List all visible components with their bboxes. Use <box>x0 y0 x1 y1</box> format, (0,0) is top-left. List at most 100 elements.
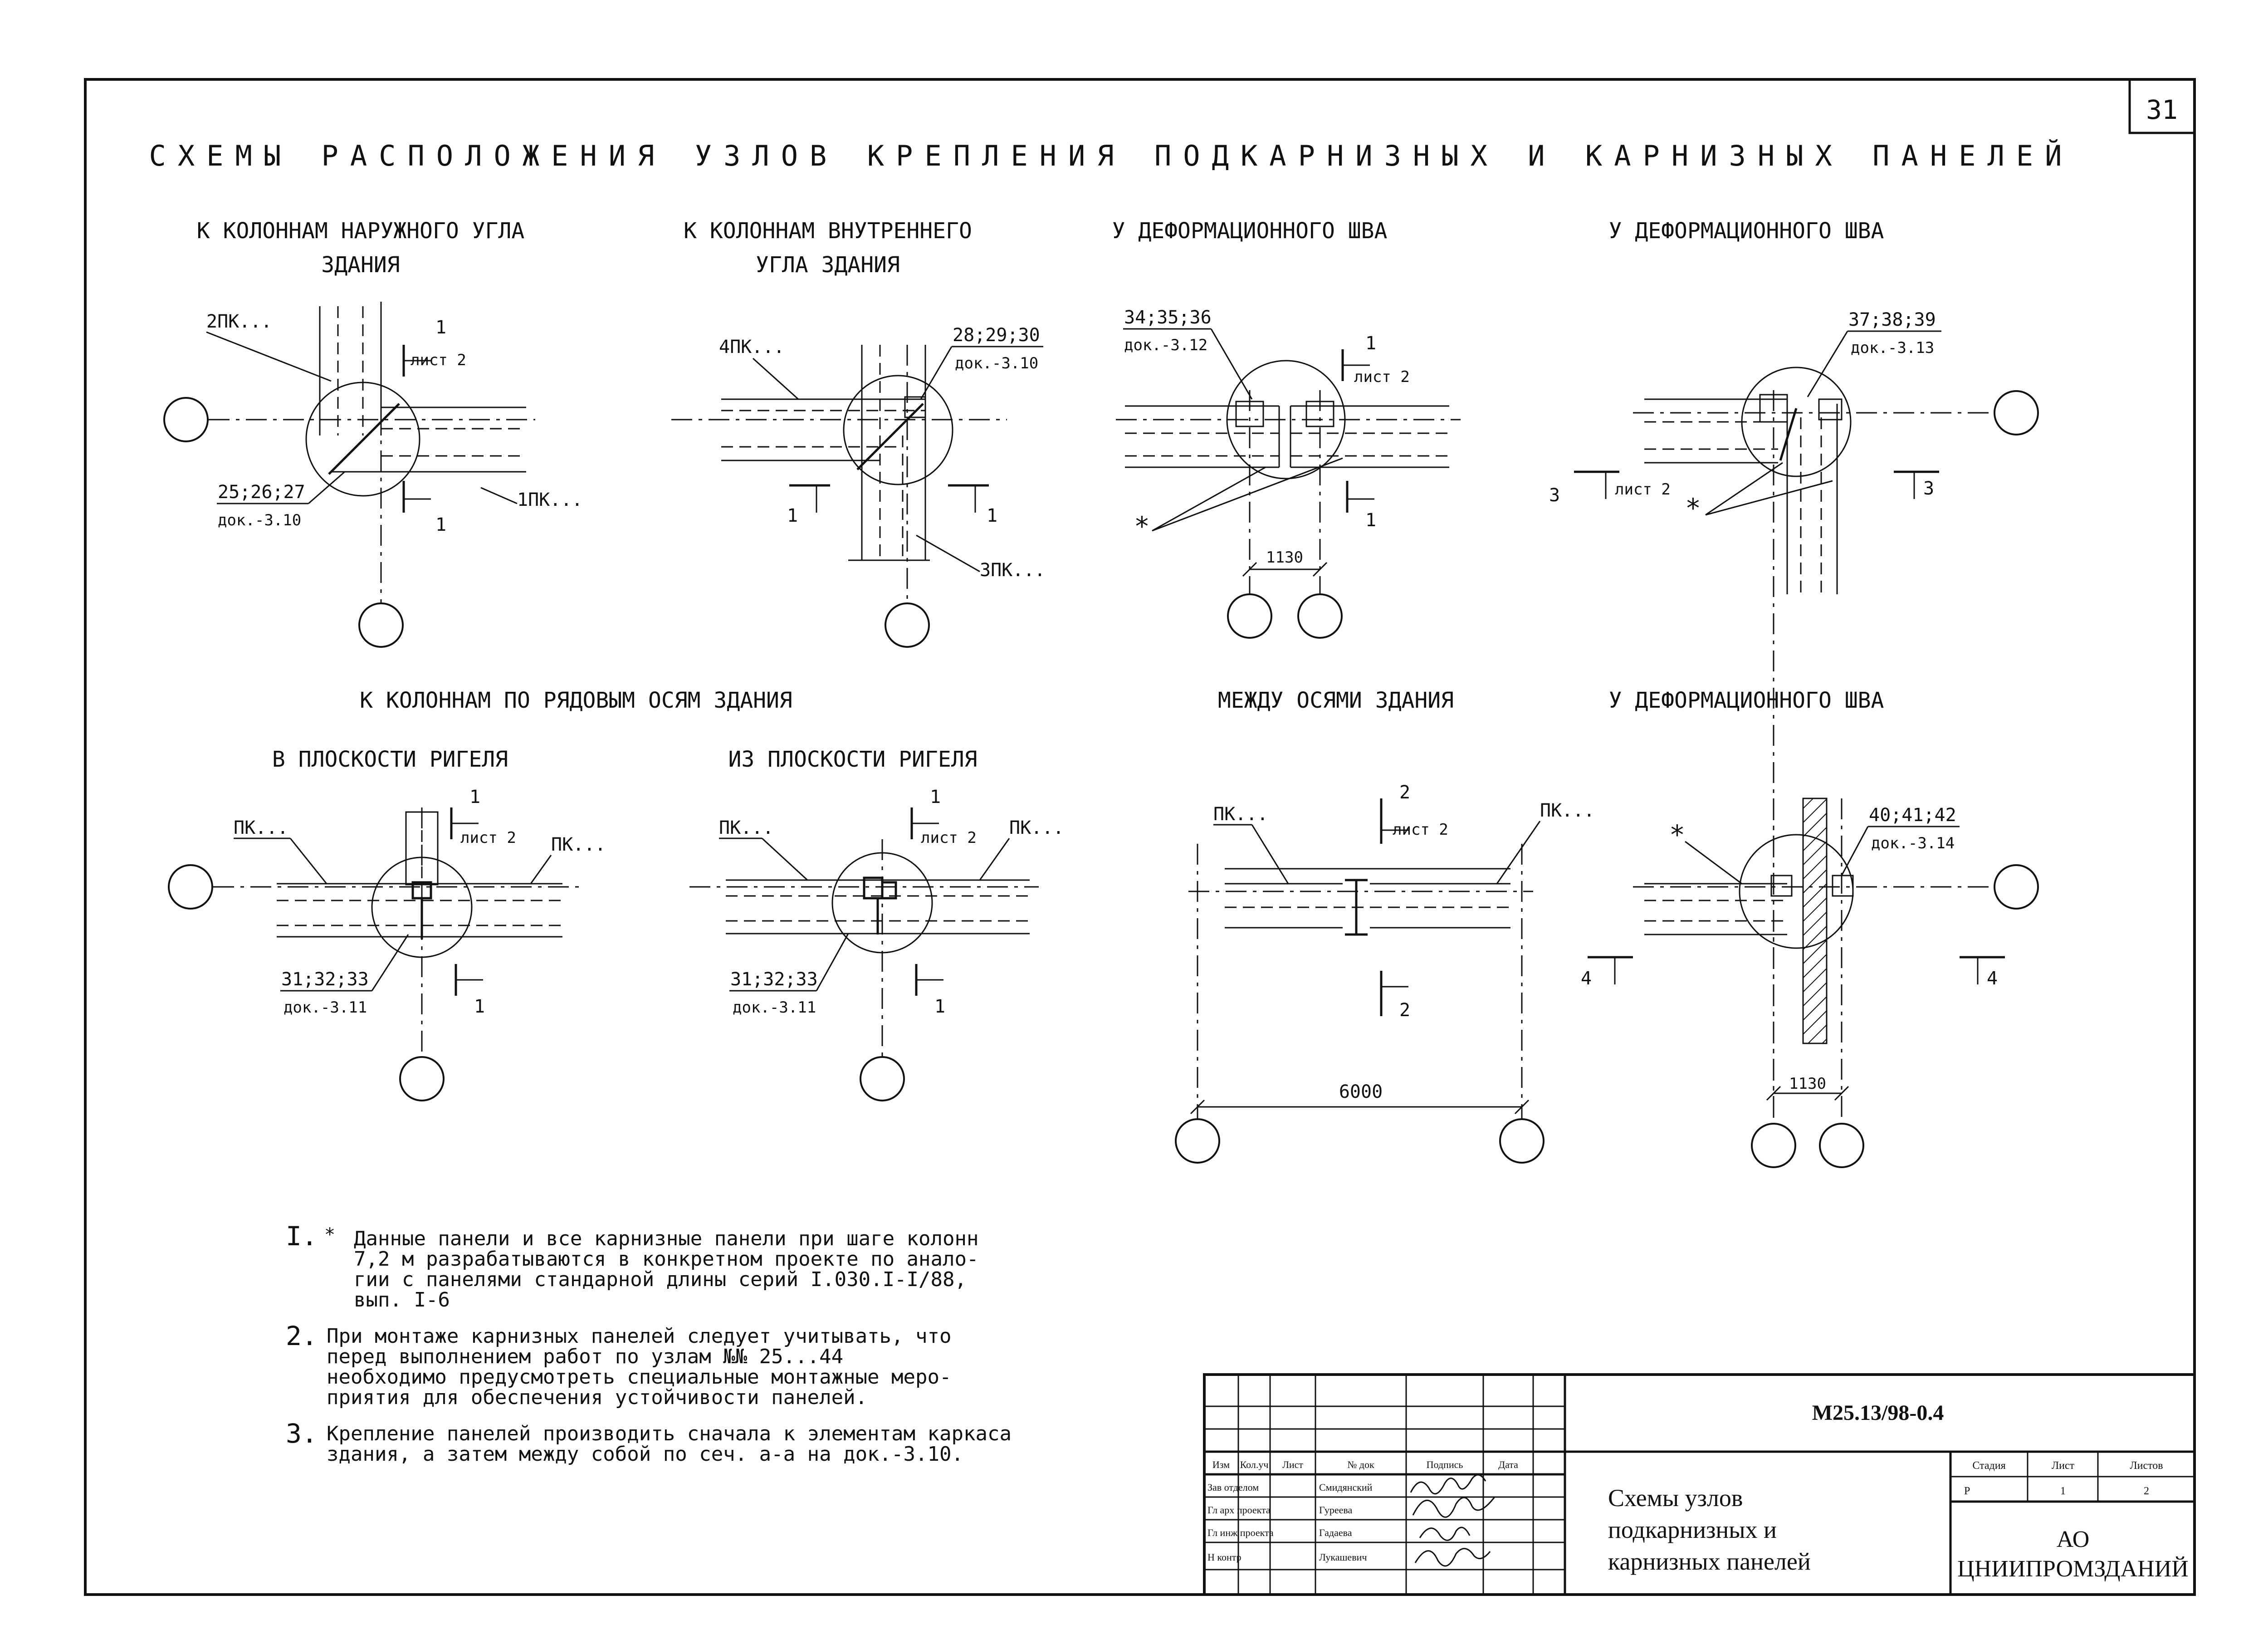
node-numbers: 25;26;27 <box>218 482 305 503</box>
between-axes-title: МЕЖДУ ОСЯМИ ЗДАНИЯ <box>1218 688 1454 713</box>
outer-corner-title-1: К КОЛОННАМ НАРУЖНОГО УГЛА <box>197 218 525 244</box>
diagram-outer-corner: К КОЛОННАМ НАРУЖНОГО УГЛА ЗДАНИЯ 2ПК... … <box>163 218 583 648</box>
axis-bubble <box>1297 593 1343 639</box>
note-line: Данные панели и все карнизные панели при… <box>354 1227 979 1250</box>
node-numbers: 37;38;39 <box>1848 309 1936 330</box>
node-numbers: 31;32;33 <box>730 969 818 990</box>
axis-bubble <box>163 397 209 442</box>
cut-number: 1 <box>469 787 480 807</box>
expansion-joint-2-title: У ДЕФОРМАЦИОННОГО ШВА <box>1609 218 1884 244</box>
col-header: Изм <box>1212 1459 1230 1470</box>
main-title: СХЕМЫ РАСПОЛОЖЕНИЯ УЗЛОВ КРЕПЛЕНИЯ ПОДКА… <box>149 139 2074 172</box>
node-numbers: 34;35;36 <box>1124 307 1212 328</box>
col-header: Подпись <box>1427 1459 1463 1470</box>
doc-ref: док.-3.10 <box>955 354 1038 372</box>
star-mark: * <box>1134 511 1150 542</box>
panel-label: 4ПК... <box>719 337 785 357</box>
doc-ref: док.-3.14 <box>1871 834 1955 852</box>
cut-sheet: лист 2 <box>460 829 516 847</box>
person-name: Смидянский <box>1319 1482 1373 1493</box>
stage-value: 2 <box>2144 1485 2149 1497</box>
notes: I. * Данные панели и все карнизные панел… <box>286 1221 1012 1466</box>
cut-sheet: лист 2 <box>921 829 977 847</box>
sheet-number: 31 <box>2146 94 2178 125</box>
doc-code: М25.13/98-0.4 <box>1812 1401 1944 1425</box>
doc-ref: док.-3.11 <box>733 998 816 1017</box>
axis-bubble <box>358 602 404 648</box>
axis-bubble <box>1819 1123 1864 1168</box>
diagram-expansion-joint-2: У ДЕФОРМАЦИОННОГО ШВА 37;38;39 док.-3.13… <box>1549 218 2039 1130</box>
diagram-expansion-joint-1: У ДЕФОРМАЦИОННОГО ШВА 34;35;36 док.-3.12… <box>1112 218 1461 639</box>
sheet-number-box <box>2128 78 2196 134</box>
cut-number: 1 <box>787 505 798 526</box>
sheet-title-line: карнизных панелей <box>1608 1548 1811 1575</box>
note-line: вып. I-6 <box>354 1288 450 1311</box>
col-header: № док <box>1347 1459 1374 1470</box>
panel-label: ПК... <box>1540 800 1594 821</box>
cut-number: 1 <box>474 996 485 1017</box>
note-line: необходимо предусмотреть специальные мон… <box>327 1365 952 1389</box>
cut-number: 3 <box>1549 485 1560 506</box>
expansion-joint-3-title: У ДЕФОРМАЦИОННОГО ШВА <box>1609 688 1884 713</box>
cut-number: 2 <box>1399 1000 1410 1021</box>
panel-label: ПК... <box>1213 804 1268 825</box>
cut-number: 1 <box>987 505 997 526</box>
note-number: 2. <box>286 1321 318 1351</box>
panel-label: ПК... <box>551 834 606 855</box>
axis-bubble <box>1175 1118 1220 1164</box>
note-line: здания, а затем между собой по сеч. а-а … <box>327 1443 963 1466</box>
inner-corner-title-2: УГЛА ЗДАНИЯ <box>756 252 900 278</box>
out-of-plane-title: ИЗ ПЛОСКОСТИ РИГЕЛЯ <box>728 747 977 772</box>
panel-label: 2ПК... <box>206 311 272 332</box>
note-line: Крепление панелей производить сначала к … <box>327 1422 1012 1445</box>
stage-header: Листов <box>2130 1460 2163 1472</box>
axis-bubble <box>860 1056 905 1101</box>
sheet-title-line: Схемы узлов <box>1608 1484 1743 1512</box>
row-axes-title: К КОЛОННАМ ПО РЯДОВЫМ ОСЯМ ЗДАНИЯ <box>360 688 792 713</box>
stage-value: 1 <box>2060 1485 2066 1497</box>
person-name: Лукашевич <box>1319 1551 1367 1563</box>
note-line: гии с панелями стандарной длины серий I.… <box>354 1268 967 1291</box>
signature <box>1412 1497 1496 1518</box>
panel-label: 3ПК... <box>980 560 1046 581</box>
col-header: Кол.уч <box>1240 1459 1269 1470</box>
dimension: 1130 <box>1789 1075 1826 1093</box>
inner-corner-title-1: К КОЛОННАМ ВНУТРЕННЕГО <box>684 218 972 244</box>
cut-number: 4 <box>1581 968 1592 989</box>
axis-bubble <box>1994 390 2039 435</box>
axis-bubble <box>1751 1123 1796 1168</box>
role: Зав отделом <box>1207 1482 1259 1493</box>
axis-bubble <box>1499 1118 1545 1164</box>
cut-number: 1 <box>930 787 941 807</box>
node-numbers: 40;41;42 <box>1869 805 1956 826</box>
signature <box>1419 1527 1471 1541</box>
sheet-title-line: подкарнизных и <box>1608 1516 1777 1543</box>
outer-corner-title-2: ЗДАНИЯ <box>321 252 400 278</box>
panel-label: 1ПК... <box>517 489 583 510</box>
cut-sheet: лист 2 <box>411 351 466 369</box>
cut-sheet: лист 2 <box>1393 821 1448 839</box>
axis-bubble <box>1227 593 1272 639</box>
star-mark: * <box>1669 819 1685 850</box>
axis-bubble <box>1994 864 2039 910</box>
role: Гл арх проекта <box>1207 1504 1271 1516</box>
cut-sheet: лист 2 <box>1354 368 1410 386</box>
dimension: 1130 <box>1266 548 1303 567</box>
role: Гл инж проекта <box>1207 1527 1274 1538</box>
note-number: I. <box>286 1221 318 1252</box>
cut-number: 4 <box>1987 968 1998 989</box>
diagram-in-plane: В ПЛОСКОСТИ РИГЕЛЯ ПК... ПК... 31;32;33 … <box>168 747 606 1101</box>
note-line: 7,2 м разрабатываются в конкретном проек… <box>354 1248 979 1271</box>
org-line: АО <box>2057 1527 2090 1552</box>
note-number: 3. <box>286 1418 318 1449</box>
diagram-expansion-joint-3: У ДЕФОРМАЦИОННОГО ШВА * 40;41;42 док.-3.… <box>1581 688 2039 1168</box>
dimension: 6000 <box>1339 1081 1383 1102</box>
axis-bubble <box>885 602 930 648</box>
stage-header: Лист <box>2052 1460 2075 1472</box>
cut-number: 1 <box>934 996 945 1017</box>
node-numbers: 28;29;30 <box>953 325 1040 346</box>
cut-number: 1 <box>435 317 446 338</box>
stage-header: Стадия <box>1972 1460 2005 1472</box>
cut-number: 1 <box>1365 333 1376 354</box>
